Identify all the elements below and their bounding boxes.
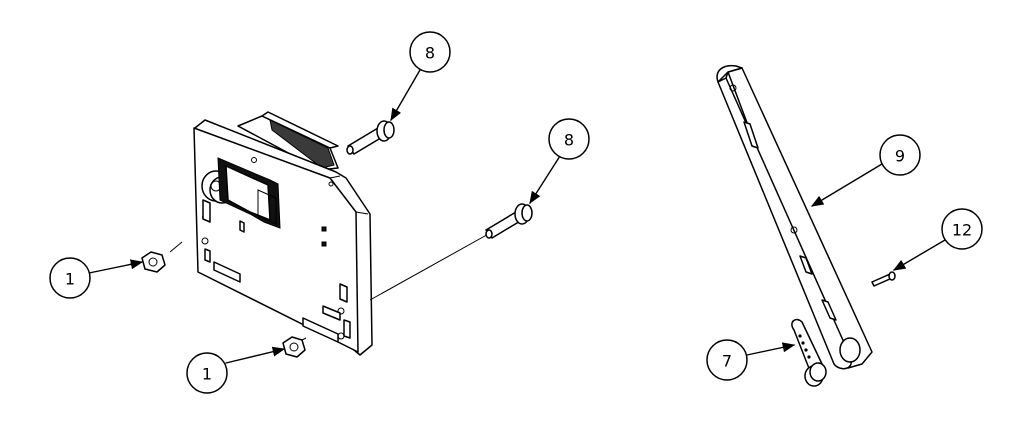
balloon-1-bottom	[186, 352, 228, 394]
balloon-12-label: 12	[952, 221, 972, 240]
balloon-8-upper-label: 8	[425, 44, 435, 63]
assembly-line	[369, 231, 493, 301]
screw-upper	[346, 120, 395, 155]
balloon-7	[706, 339, 748, 381]
servo-horn	[791, 318, 827, 387]
balloon-8-right	[548, 118, 590, 160]
leader-line	[810, 163, 883, 207]
leader-line	[225, 346, 286, 364]
balloon-1-bottom-label: 1	[202, 365, 212, 384]
balloon-1-left	[49, 257, 91, 299]
hex-nut-left	[141, 251, 166, 273]
balloon-8-right-label: 8	[564, 131, 574, 150]
leader-line	[529, 155, 561, 205]
leader-line	[892, 239, 946, 271]
balloon-1-left-label: 1	[65, 270, 75, 289]
assembly-line	[169, 241, 183, 253]
hex-nut-bottom	[282, 336, 306, 358]
balloon-8-upper	[409, 31, 451, 73]
servo-arm	[716, 64, 873, 370]
balloon-12	[941, 208, 983, 250]
screw-lower	[485, 203, 533, 239]
balloon-9	[879, 134, 921, 176]
pin	[871, 271, 896, 287]
balloon-9-label: 9	[895, 147, 905, 166]
servo-mount-plate	[193, 111, 373, 356]
leader-line	[88, 259, 144, 274]
leader-line	[390, 69, 421, 122]
balloon-7-label: 7	[722, 352, 732, 371]
leader-line	[746, 342, 796, 356]
